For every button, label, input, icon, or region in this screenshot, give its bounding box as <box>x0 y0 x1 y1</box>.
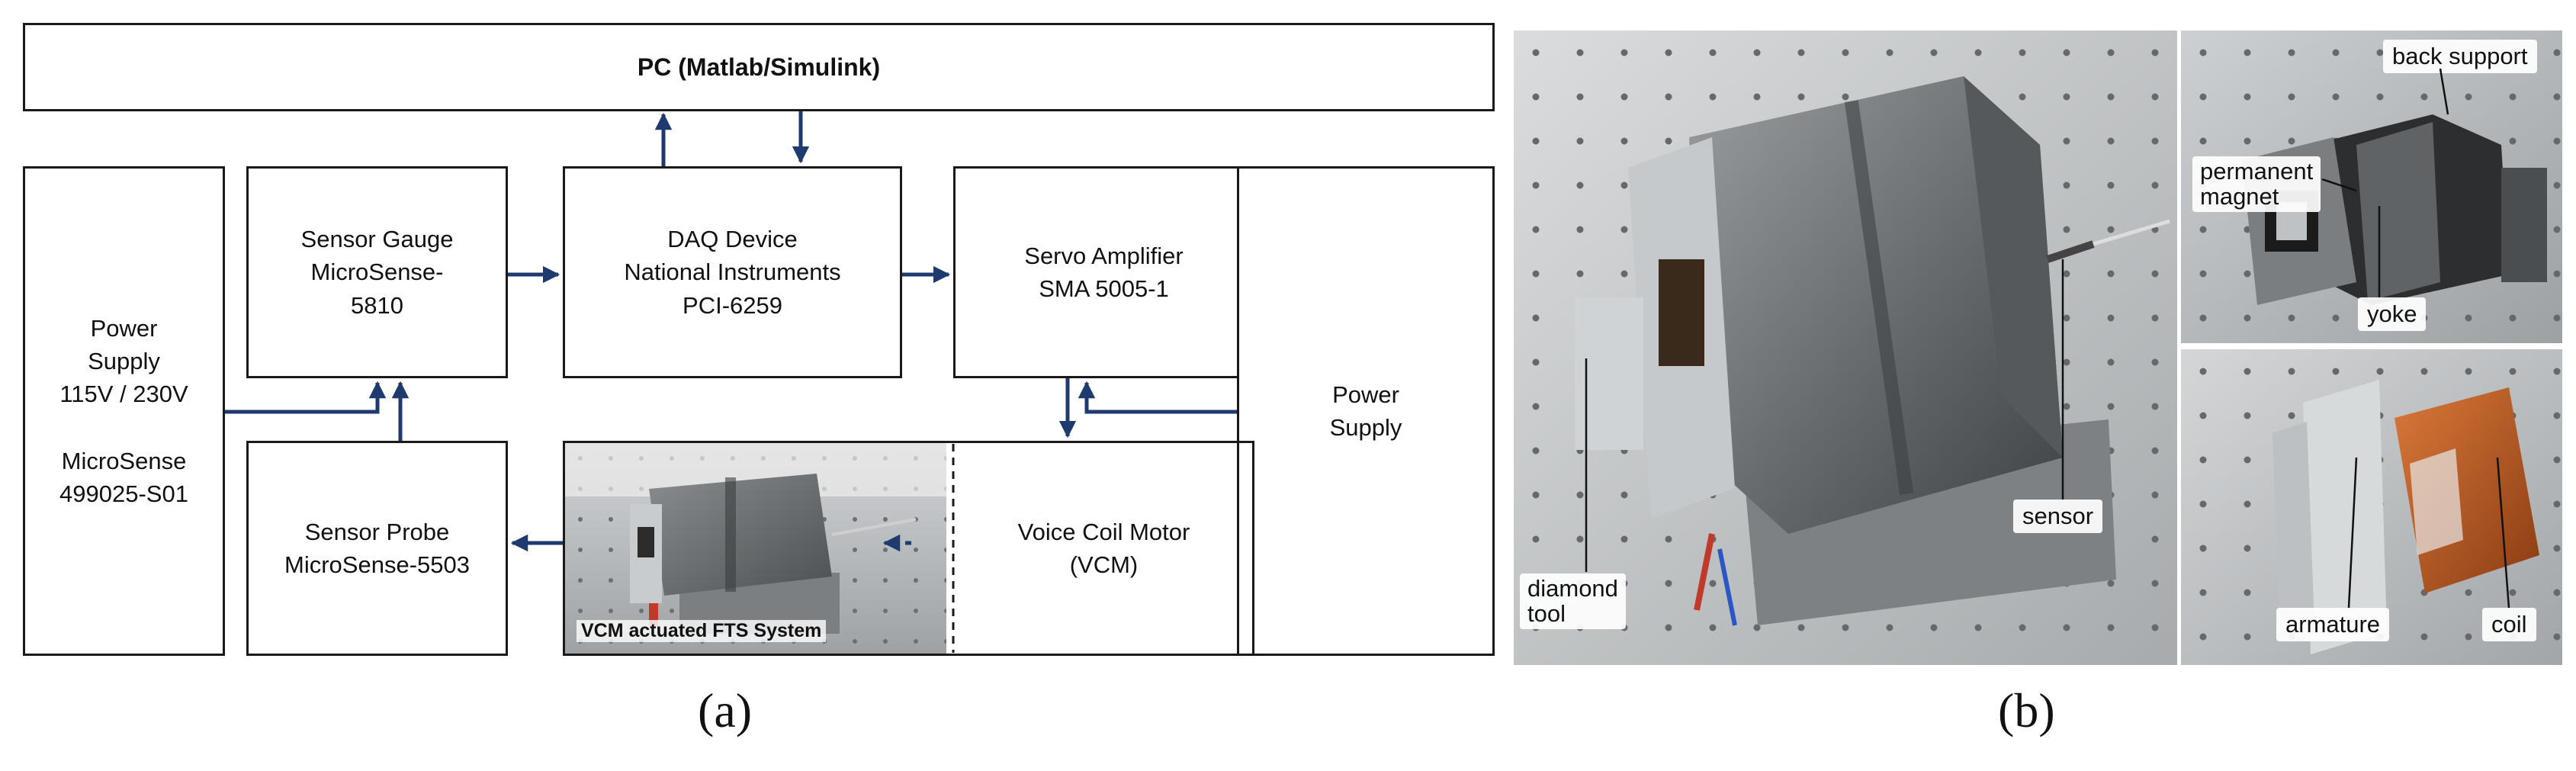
leader-armature <box>2347 457 2358 609</box>
sensor-probe-box: Sensor Probe MicroSense-5503 <box>246 441 508 656</box>
vcm-system-photo <box>565 443 946 654</box>
arrow-power-to-gauge <box>225 381 387 414</box>
power-supply-left-line: Supply <box>88 347 160 374</box>
power-supply-left-line: 115V / 230V <box>59 381 188 408</box>
panel-a-label: (a) <box>698 683 753 737</box>
power-supply-left-box: Power Supply 115V / 230V MicroSense 4990… <box>23 166 225 656</box>
sensor-gauge-box: Sensor Gauge MicroSense- 5810 <box>246 166 508 378</box>
leader-permanent-magnet <box>2321 178 2357 192</box>
power-supply-right-box: Power Supply <box>1237 166 1495 656</box>
sensor-gauge-line: MicroSense- <box>310 259 444 286</box>
daq-device-line: DAQ Device <box>667 225 798 252</box>
voice-coil-motor-line: (VCM) <box>1069 551 1139 578</box>
daq-device-line: National Instruments <box>624 259 841 286</box>
power-supply-left-line: 499025-S01 <box>59 480 188 508</box>
tag-diamond-tool-line: diamond <box>1527 575 1618 602</box>
servo-amplifier-box: Servo Amplifier SMA 5005-1 <box>953 166 1254 378</box>
tag-coil: coil <box>2482 608 2536 641</box>
arrow-power-to-servo <box>1078 381 1237 414</box>
tag-permanent-magnet-line: permanent <box>2200 158 2314 185</box>
vcm-system-box <box>563 441 1254 656</box>
fts-main-photo <box>1514 31 2177 665</box>
tag-yoke: yoke <box>2358 297 2427 331</box>
sensor-probe-line: MicroSense-5503 <box>284 551 470 578</box>
power-supply-left-line: Power <box>90 314 158 342</box>
tag-permanent-magnet: permanent magnet <box>2192 156 2321 213</box>
sensor-probe-line: Sensor Probe <box>304 518 450 545</box>
leader-coil <box>2496 457 2510 609</box>
tag-sensor: sensor <box>2013 500 2103 533</box>
tag-diamond-tool-line: tool <box>1527 599 1566 627</box>
power-supply-right-line: Power <box>1332 381 1399 408</box>
voice-coil-motor-box: Voice Coil Motor (VCM) <box>953 441 1254 656</box>
power-supply-right-line: Supply <box>1329 414 1402 441</box>
vcm-photo-caption: VCM actuated FTS System <box>577 620 827 642</box>
sensor-gauge-line: 5810 <box>351 291 403 319</box>
pc-label: PC (Matlab/Simulink) <box>637 53 881 81</box>
pc-box: PC (Matlab/Simulink) <box>23 23 1495 111</box>
tag-permanent-magnet-line: magnet <box>2200 182 2279 210</box>
sensor-gauge-line: Sensor Gauge <box>300 225 454 252</box>
tag-armature: armature <box>2276 608 2390 641</box>
connections <box>225 111 1237 653</box>
servo-amplifier-line: Servo Amplifier <box>1024 242 1184 269</box>
power-supply-left-line: MicroSense <box>61 447 187 474</box>
fts-assembly-photo <box>2181 31 2562 343</box>
tag-back-support: back support <box>2383 40 2537 73</box>
leader-back-support <box>2439 68 2449 115</box>
panel-b-label: (b) <box>1998 683 2055 737</box>
servo-amplifier-line: SMA 5005-1 <box>1039 275 1169 302</box>
voice-coil-motor-line: Voice Coil Motor <box>1017 518 1190 545</box>
daq-device-line: PCI-6259 <box>683 291 782 319</box>
tag-diamond-tool: diamond tool <box>1520 573 1626 630</box>
daq-device-box: DAQ Device National Instruments PCI-6259 <box>563 166 902 378</box>
